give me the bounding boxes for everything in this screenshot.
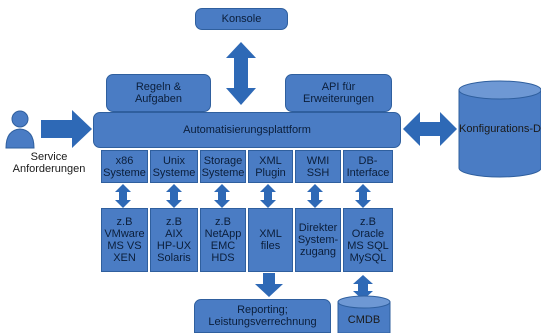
interface-arrow bbox=[166, 184, 182, 208]
target-row: z.B VMware MS VS XEN z.B AIX HP-UX Solar… bbox=[101, 208, 393, 272]
plattform-label: Automatisierungsplattform bbox=[183, 124, 311, 136]
reporting-arrow bbox=[255, 273, 283, 297]
cmdb-label: CMDB bbox=[347, 314, 381, 326]
api-label: API für Erweiterungen bbox=[303, 81, 374, 105]
interface-arrow bbox=[214, 184, 230, 208]
interface-arrow bbox=[115, 184, 131, 208]
interface-arrow bbox=[355, 184, 371, 208]
target-unix: z.B AIX HP-UX Solaris bbox=[150, 208, 198, 272]
interface-x86: x86 Systeme bbox=[101, 150, 148, 183]
interface-arrow bbox=[260, 184, 276, 208]
target-xml: XML files bbox=[248, 208, 293, 272]
api-box: API für Erweiterungen bbox=[285, 74, 392, 112]
interface-storage: Storage Systeme bbox=[200, 150, 246, 183]
interface-row: x86 Systeme Unix Systeme Storage Systeme… bbox=[101, 150, 393, 183]
cmdb-arrow bbox=[353, 275, 373, 300]
interface-arrow bbox=[307, 184, 323, 208]
reporting-label: Reporting; Leistungsverrechnung bbox=[208, 304, 317, 328]
cmdb-cylinder bbox=[337, 295, 391, 333]
konfig-db-cylinder bbox=[458, 80, 541, 178]
regeln-label: Regeln & Aufgaben bbox=[134, 81, 183, 105]
konsole-box: Konsole bbox=[195, 8, 288, 30]
plattform-box: Automatisierungsplattform bbox=[93, 112, 401, 148]
interface-xml: XML Plugin bbox=[248, 150, 293, 183]
interface-db: DB- Interface bbox=[343, 150, 393, 183]
konsole-arrow bbox=[226, 42, 256, 105]
regeln-box: Regeln & Aufgaben bbox=[106, 74, 211, 112]
interface-arrows bbox=[115, 184, 371, 208]
interface-wmi: WMI SSH bbox=[295, 150, 341, 183]
service-label: Service Anforderungen bbox=[12, 151, 86, 175]
target-virtualization: z.B VMware MS VS XEN bbox=[101, 208, 148, 272]
db-arrow bbox=[403, 112, 457, 146]
interface-unix: Unix Systeme bbox=[150, 150, 198, 183]
person-icon bbox=[5, 110, 35, 149]
konfig-db-label: Konfigurations-DB bbox=[459, 123, 541, 135]
reporting-box: Reporting; Leistungsverrechnung bbox=[194, 299, 331, 333]
service-arrow bbox=[41, 110, 92, 148]
target-storage: z.B NetApp EMC HDS bbox=[200, 208, 246, 272]
konsole-label: Konsole bbox=[221, 13, 262, 25]
target-direct: Direkter System- zugang bbox=[295, 208, 341, 272]
target-database: z.B Oracle MS SQL MySQL bbox=[343, 208, 393, 272]
